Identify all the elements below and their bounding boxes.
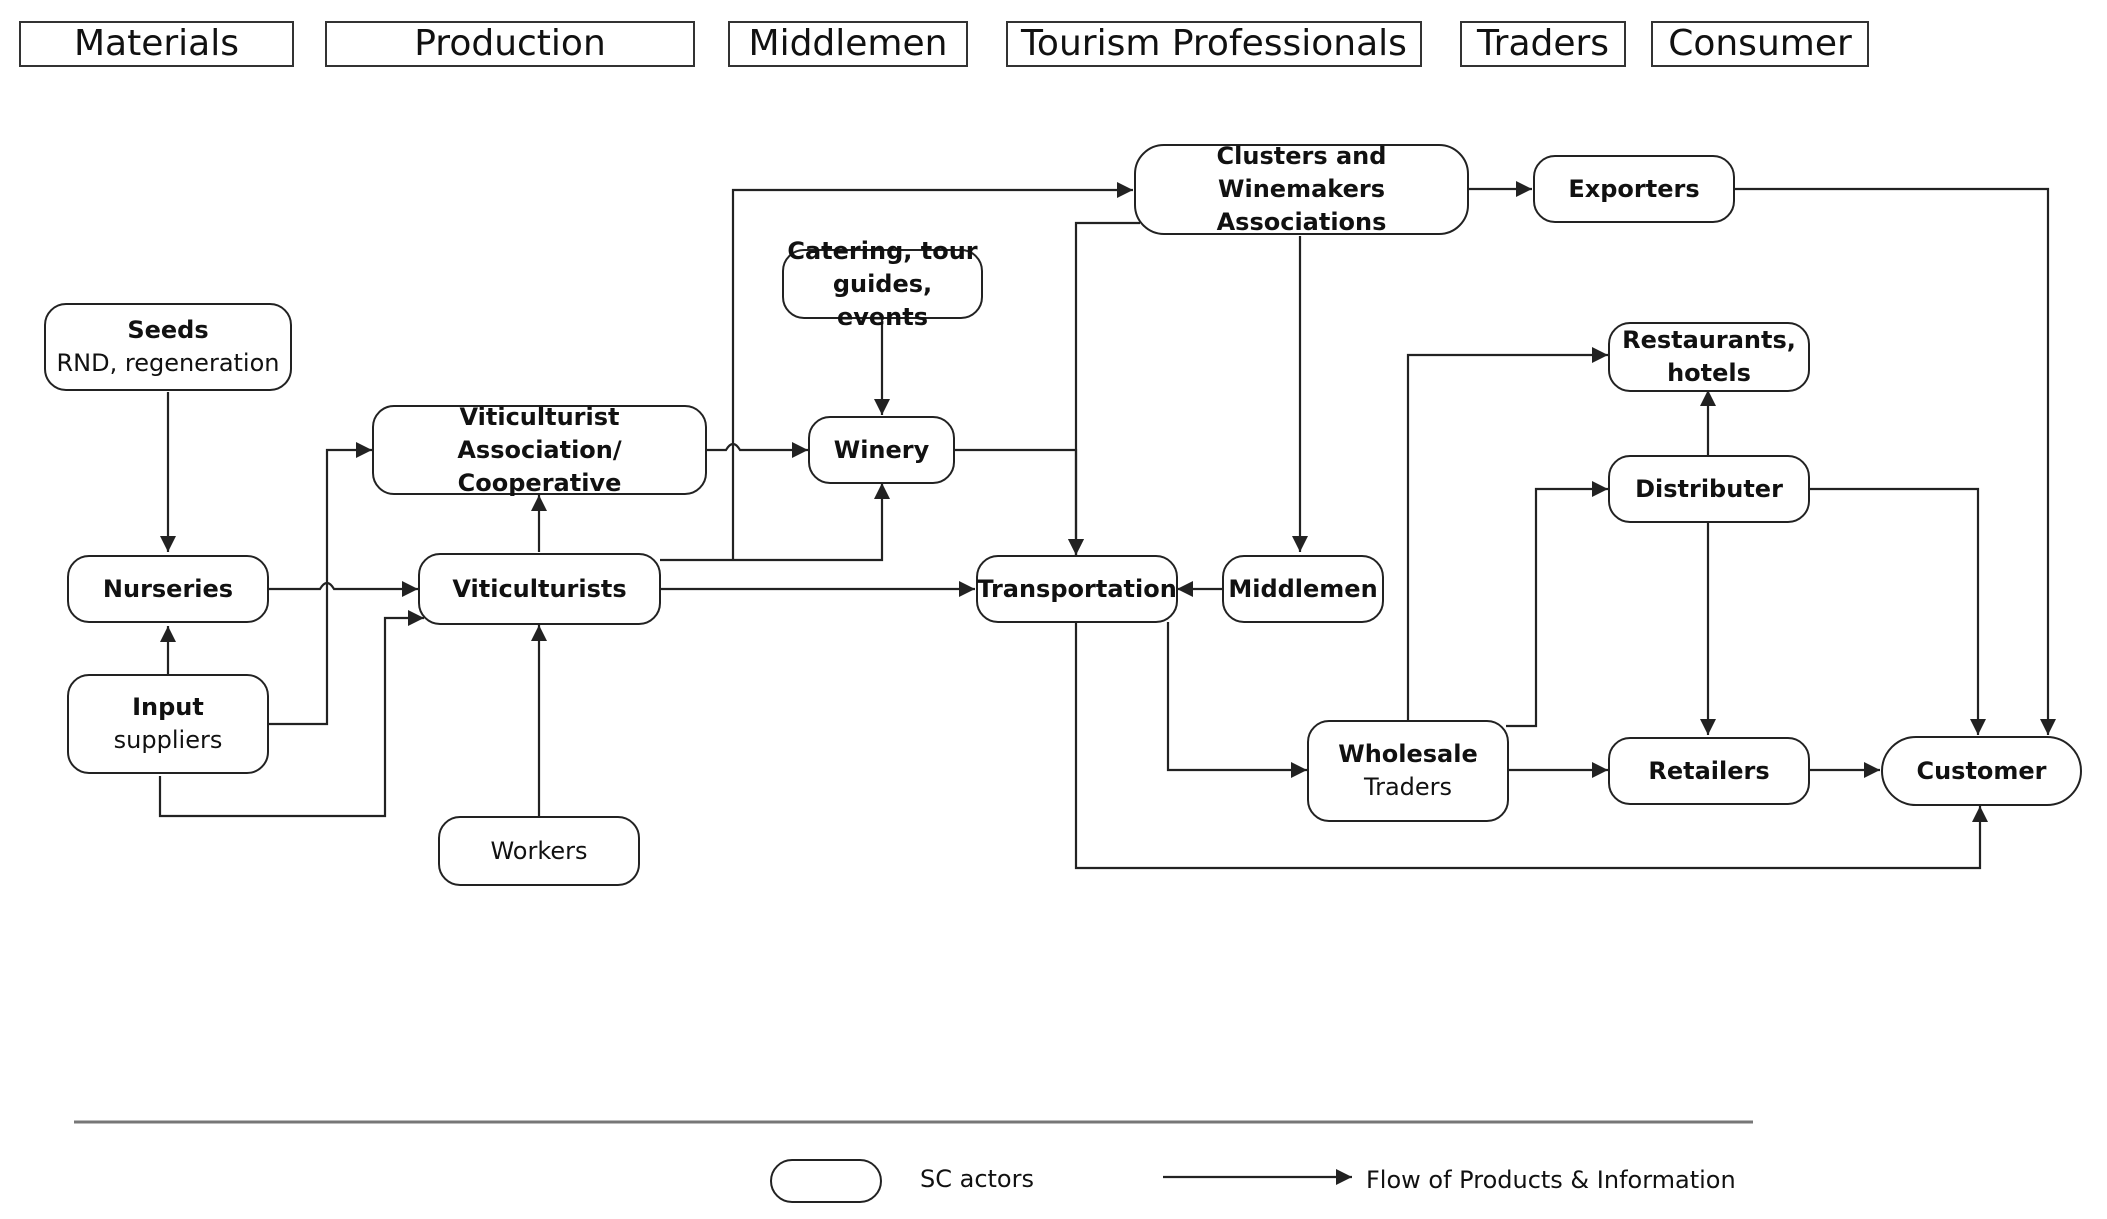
- header-middlemen: Middlemen: [728, 21, 968, 67]
- node-association-line2: Association/ Cooperative: [457, 435, 622, 497]
- node-input-suppliers: Input suppliers: [67, 674, 269, 774]
- node-viticulturists-title: Viticulturists: [452, 574, 627, 603]
- node-retailers: Retailers: [1608, 737, 1810, 805]
- node-catering-line1: Catering, tour: [787, 236, 978, 265]
- header-materials: Materials: [19, 21, 294, 67]
- arrow-clusters-transportation: [1068, 221, 1140, 555]
- node-viticulturist-association: Viticulturist Association/ Cooperative: [372, 403, 707, 497]
- node-retailers-title: Retailers: [1648, 756, 1770, 785]
- arrow-viticulturists-clusters: [731, 182, 1133, 560]
- node-seeds: Seeds RND, regeneration: [44, 303, 292, 391]
- node-transportation-title: Transportation: [977, 574, 1177, 603]
- node-customer: Customer: [1881, 736, 2082, 806]
- legend-flow-label: Flow of Products & Information: [1366, 1166, 1736, 1194]
- legend-actor-swatch: [770, 1159, 882, 1203]
- node-middlemen-title: Middlemen: [1228, 574, 1378, 603]
- node-seeds-sub: RND, regeneration: [56, 349, 280, 377]
- arrow-distributer-customer: [1808, 487, 1986, 735]
- node-customer-title: Customer: [1916, 756, 2047, 785]
- node-distributer-title: Distributer: [1635, 474, 1783, 503]
- node-viticulturists: Viticulturists: [418, 553, 661, 625]
- node-seeds-title: Seeds: [127, 316, 209, 344]
- node-wholesale-sub: Traders: [1363, 773, 1453, 801]
- header-tourism-professionals: Tourism Professionals: [1006, 21, 1422, 67]
- node-clusters-line2: Associations: [1216, 208, 1387, 236]
- legend-actors-label: SC actors: [920, 1165, 1034, 1193]
- node-wholesale-title: Wholesale: [1338, 740, 1478, 768]
- node-nurseries-title: Nurseries: [102, 574, 234, 603]
- node-exporters-title: Exporters: [1568, 174, 1700, 203]
- node-exporters: Exporters: [1533, 155, 1735, 223]
- node-nurseries: Nurseries: [67, 555, 269, 623]
- arrow-input-association: [268, 442, 372, 726]
- node-catering: Catering, tour guides, events: [782, 237, 983, 331]
- node-restaurants-line1: Restaurants,: [1622, 326, 1796, 354]
- node-restaurants: Restaurants, hotels: [1608, 322, 1810, 392]
- node-input-title: Input: [132, 693, 204, 721]
- arrow-wholesale-distributer: [1506, 481, 1608, 728]
- header-production: Production: [325, 21, 695, 67]
- arrow-exporters-customer: [1735, 187, 2056, 735]
- node-clusters: Clusters and Winemakers Associations: [1134, 142, 1469, 236]
- node-distributer: Distributer: [1608, 455, 1810, 523]
- node-winery: Winery: [808, 416, 955, 484]
- node-workers-label: Workers: [490, 836, 588, 865]
- header-consumer: Consumer: [1651, 21, 1869, 67]
- node-transportation: Transportation: [976, 555, 1178, 623]
- arrow-transportation-wholesale: [1166, 622, 1307, 778]
- header-traders: Traders: [1460, 21, 1626, 67]
- arrow-nurseries-viticulturists: [268, 581, 418, 597]
- node-restaurants-line2: hotels: [1667, 359, 1751, 387]
- arrow-input-viticulturists: [158, 610, 424, 818]
- node-workers: Workers: [438, 816, 640, 886]
- arrow-association-winery: [706, 442, 808, 458]
- arrow-wholesale-restaurants: [1406, 347, 1608, 720]
- node-middlemen: Middlemen: [1222, 555, 1384, 623]
- node-association-line1: Viticulturist: [459, 402, 620, 431]
- node-clusters-line1: Clusters and Winemakers: [1216, 142, 1387, 203]
- arrow-transportation-customer: [1074, 622, 1988, 870]
- node-input-sub: suppliers: [113, 726, 223, 754]
- node-wholesale: Wholesale Traders: [1307, 720, 1509, 822]
- line-winery-transport: [955, 448, 1084, 555]
- node-catering-line2: guides, events: [832, 269, 933, 331]
- node-winery-title: Winery: [833, 435, 930, 464]
